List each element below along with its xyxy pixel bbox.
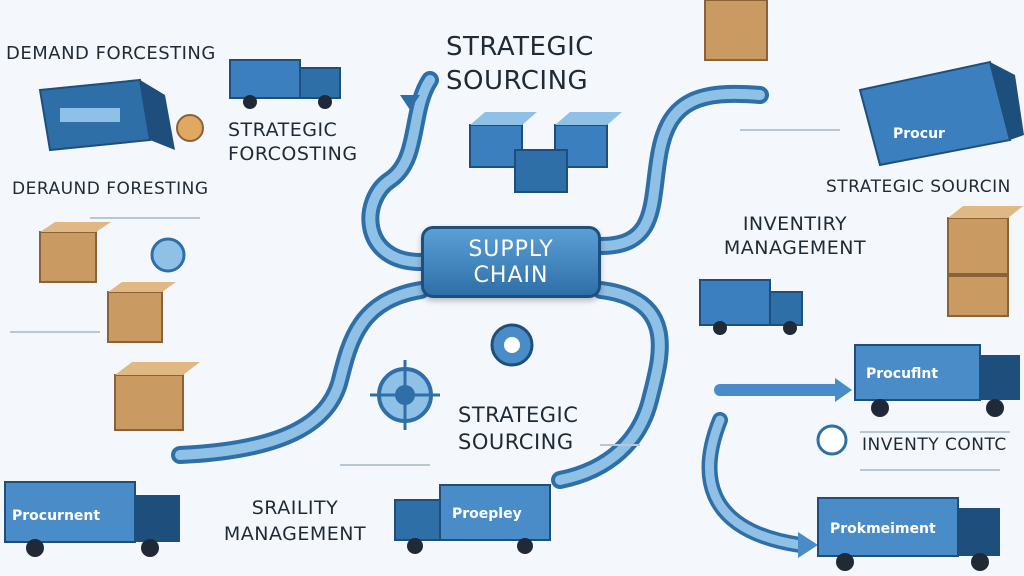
truck-procurement-left [4, 481, 180, 557]
container-top-left [38, 78, 175, 152]
globe-icon-left [150, 237, 186, 273]
coin-icon-left [176, 114, 204, 142]
stopwatch-icon-right [816, 424, 848, 456]
flow-path-bottom-right [701, 412, 808, 553]
sign-container-top-right: Procur [893, 126, 945, 142]
truck-procurement-bottom [817, 497, 1000, 571]
arrowhead-top [400, 95, 420, 110]
truck-center-bottom [394, 484, 551, 554]
sign-truck-center: Proepley [452, 506, 522, 522]
sign-procurement-left: Procurnent [12, 508, 100, 524]
label-strategic-forcosting: Strategic Forcosting [228, 119, 358, 165]
sign-procurement-bottom: Prokmeiment [830, 521, 936, 537]
label-strategic-sourcing-right: Strategic Sourcin [826, 177, 1011, 197]
label-inventory-management: Inventiry Management [723, 213, 867, 259]
arrowhead-bottom-right [798, 532, 818, 558]
flow-paths [171, 71, 852, 558]
label-demand-forecasting-top: Demand Forcesting [6, 43, 216, 64]
label-demand-forecasting-mid: Deraund Foresting [12, 179, 209, 199]
label-inventory-control: Inventy Contc [862, 435, 1007, 455]
gear-icon-center [370, 360, 440, 430]
sign-procurement-right: Procuflnt [866, 366, 938, 382]
truck-top [229, 59, 341, 109]
container-top-right [858, 60, 1024, 167]
supply-chain-hub: SUPPLY CHAIN [421, 226, 601, 298]
sourcing-cubes [469, 112, 622, 193]
label-strategic-sourcing-top: Strategic Sourcing [446, 32, 594, 96]
label-strategic-sourcing-center: Strategic Sourcing [458, 403, 579, 454]
label-quality-management: Sraility Management [223, 497, 367, 545]
hub-line-1: SUPPLY [468, 237, 554, 262]
truck-mid-right [699, 279, 803, 335]
boxes-left [39, 222, 200, 431]
truck-procurement-right [854, 344, 1020, 417]
decorative-lines [10, 129, 1010, 471]
target-icon-center [490, 323, 534, 367]
hub-line-2: CHAIN [473, 263, 549, 288]
boxes-right [704, 0, 1023, 317]
